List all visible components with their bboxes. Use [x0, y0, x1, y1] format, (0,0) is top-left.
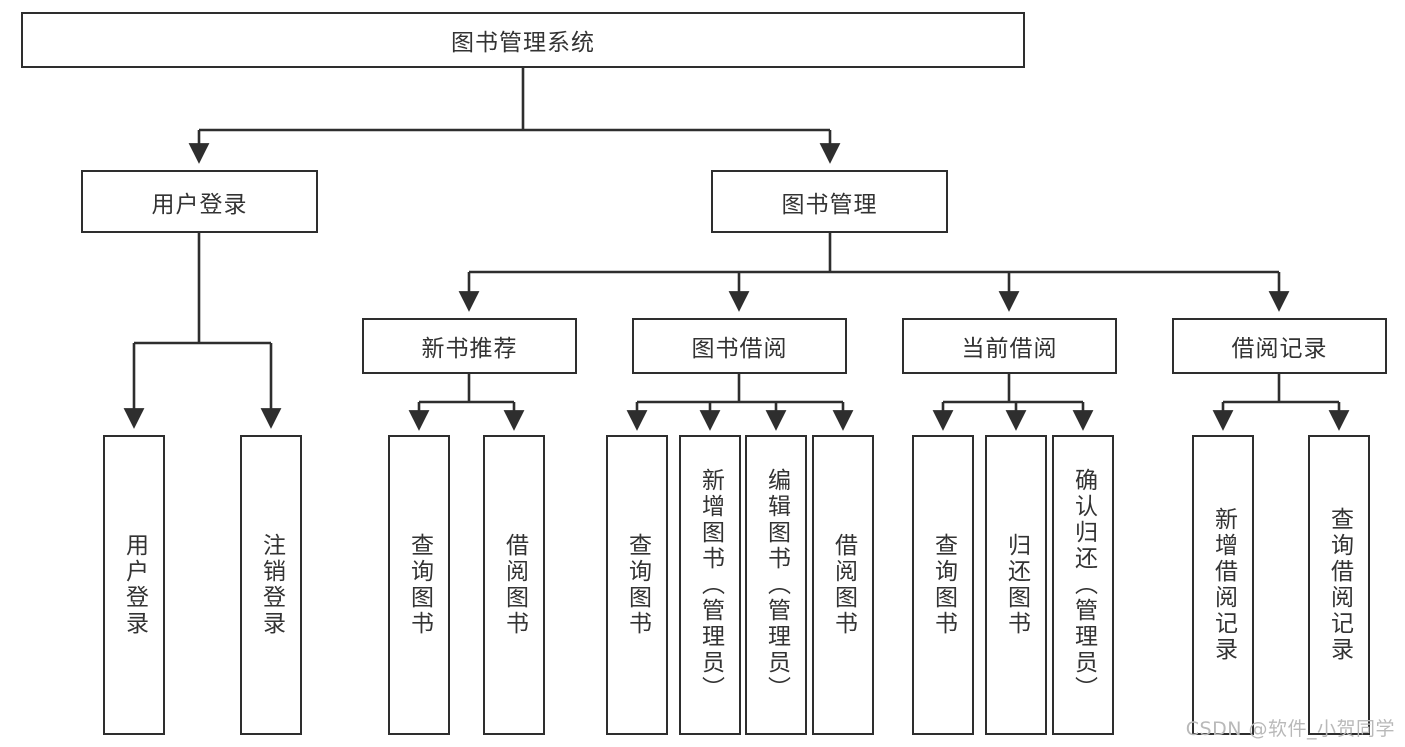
node-leaf-query-book-current[interactable]: 查询图书	[912, 435, 974, 735]
node-leaf-add-borrow-record-label: 新增借阅记录	[1210, 507, 1237, 663]
node-leaf-return-book[interactable]: 归还图书	[985, 435, 1047, 735]
node-new-book-recommend[interactable]: 新书推荐	[362, 318, 577, 374]
node-book-borrow-label: 图书借阅	[691, 336, 788, 362]
node-leaf-confirm-return-admin[interactable]: 确认归还（管理员）	[1052, 435, 1114, 735]
node-leaf-query-book-newbook[interactable]: 查询图书	[388, 435, 450, 735]
node-leaf-user-login[interactable]: 用户登录	[103, 435, 165, 735]
node-leaf-query-book-newbook-label: 查询图书	[406, 533, 433, 637]
node-leaf-user-login-label: 用户登录	[121, 533, 148, 637]
node-leaf-lend-book-label: 借阅图书	[830, 533, 857, 637]
node-borrow-records[interactable]: 借阅记录	[1172, 318, 1387, 374]
node-current-borrow-label: 当前借阅	[961, 336, 1058, 362]
node-leaf-edit-book-admin[interactable]: 编辑图书（管理员）	[745, 435, 807, 735]
node-leaf-add-book-admin-label: 新增图书（管理员）	[697, 468, 724, 702]
node-book-borrow[interactable]: 图书借阅	[632, 318, 847, 374]
node-book-management[interactable]: 图书管理	[711, 170, 948, 233]
node-leaf-return-book-label: 归还图书	[1003, 533, 1030, 637]
node-leaf-confirm-return-admin-label: 确认归还（管理员）	[1070, 468, 1097, 702]
node-leaf-query-book-borrow[interactable]: 查询图书	[606, 435, 668, 735]
node-new-book-recommend-label: 新书推荐	[421, 336, 518, 362]
node-leaf-logout-label: 注销登录	[258, 533, 285, 637]
node-current-borrow[interactable]: 当前借阅	[902, 318, 1117, 374]
node-leaf-query-borrow-record[interactable]: 查询借阅记录	[1308, 435, 1370, 735]
node-borrow-records-label: 借阅记录	[1231, 336, 1328, 362]
node-leaf-query-book-borrow-label: 查询图书	[624, 533, 651, 637]
node-book-management-label: 图书管理	[781, 191, 878, 218]
node-leaf-logout[interactable]: 注销登录	[240, 435, 302, 735]
node-leaf-borrow-book-newbook-label: 借阅图书	[501, 533, 528, 637]
node-root[interactable]: 图书管理系统	[21, 12, 1025, 68]
node-leaf-edit-book-admin-label: 编辑图书（管理员）	[763, 468, 790, 702]
node-leaf-query-borrow-record-label: 查询借阅记录	[1326, 507, 1353, 663]
node-user-login[interactable]: 用户登录	[81, 170, 318, 233]
node-leaf-query-book-current-label: 查询图书	[930, 533, 957, 637]
node-leaf-borrow-book-newbook[interactable]: 借阅图书	[483, 435, 545, 735]
node-root-label: 图书管理系统	[451, 30, 595, 56]
node-user-login-label: 用户登录	[151, 191, 248, 218]
node-leaf-lend-book[interactable]: 借阅图书	[812, 435, 874, 735]
node-leaf-add-book-admin[interactable]: 新增图书（管理员）	[679, 435, 741, 735]
node-leaf-add-borrow-record[interactable]: 新增借阅记录	[1192, 435, 1254, 735]
